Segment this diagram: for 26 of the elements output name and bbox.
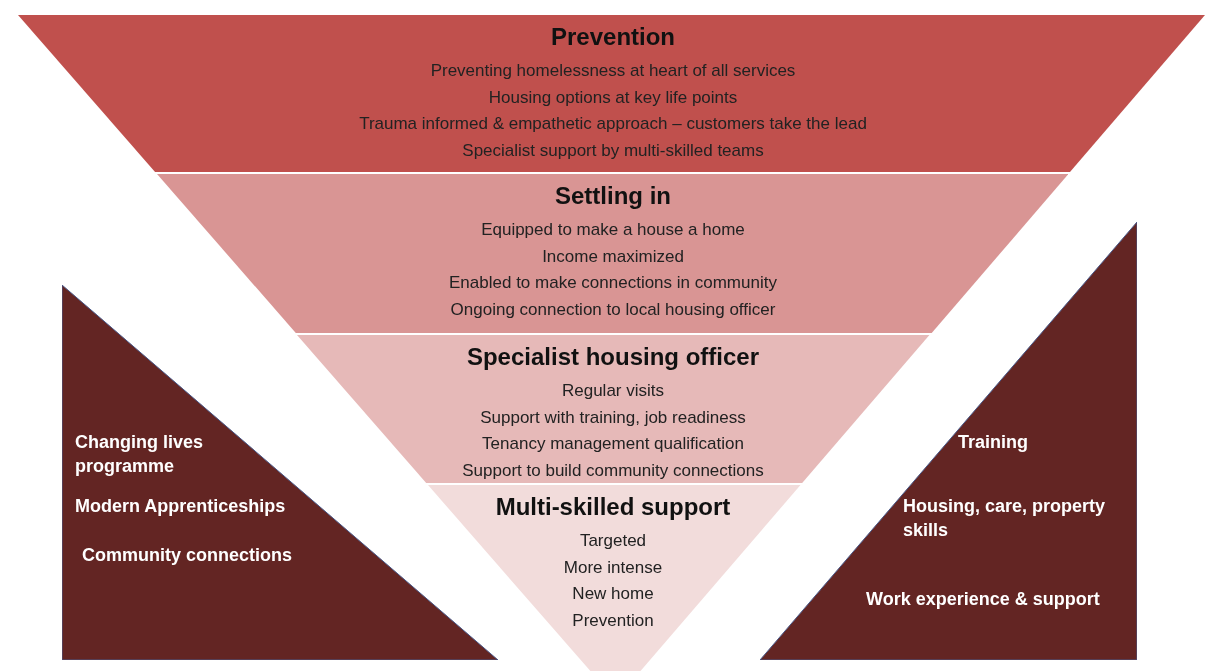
band-item: More intense <box>563 557 663 578</box>
band-item: Preventing homelessness at heart of all services <box>430 61 796 81</box>
band-heading: Prevention <box>551 23 675 51</box>
side-item: Housing, care, property skills <box>903 495 1107 542</box>
side-item: Training <box>958 431 1028 454</box>
band-item: Specialist support by multi-skilled teams <box>462 140 764 161</box>
band-item: Regular visits <box>561 381 664 401</box>
side-item: Community connections <box>82 544 292 567</box>
side-item: Modern Apprenticeships <box>75 495 286 518</box>
band-item: Ongoing connection to local housing officer <box>450 299 776 320</box>
band-heading: Specialist housing officer <box>466 343 759 371</box>
band-item: Support to build community connections <box>462 460 764 481</box>
band-item: Support with training, job readiness <box>480 407 746 428</box>
band-item: New home <box>572 584 654 605</box>
side-item: Work experience & support <box>866 588 1100 611</box>
band-heading: Settling in <box>555 182 671 210</box>
band-item: Equipped to make a house a home <box>481 220 745 240</box>
band-item: Targeted <box>579 531 647 551</box>
band-item: Trauma informed & empathetic approach – customers take the lead <box>359 114 867 135</box>
band-item: Tenancy management qualification <box>482 434 744 455</box>
band-heading: Multi-skilled support <box>495 493 731 521</box>
band-item: Housing options at key life points <box>488 87 738 108</box>
band-item: Prevention <box>572 610 654 631</box>
band-item: Income maximized <box>542 246 684 267</box>
band-item: Enabled to make connections in community <box>449 273 777 294</box>
side-item: Changing lives programme <box>75 431 205 478</box>
